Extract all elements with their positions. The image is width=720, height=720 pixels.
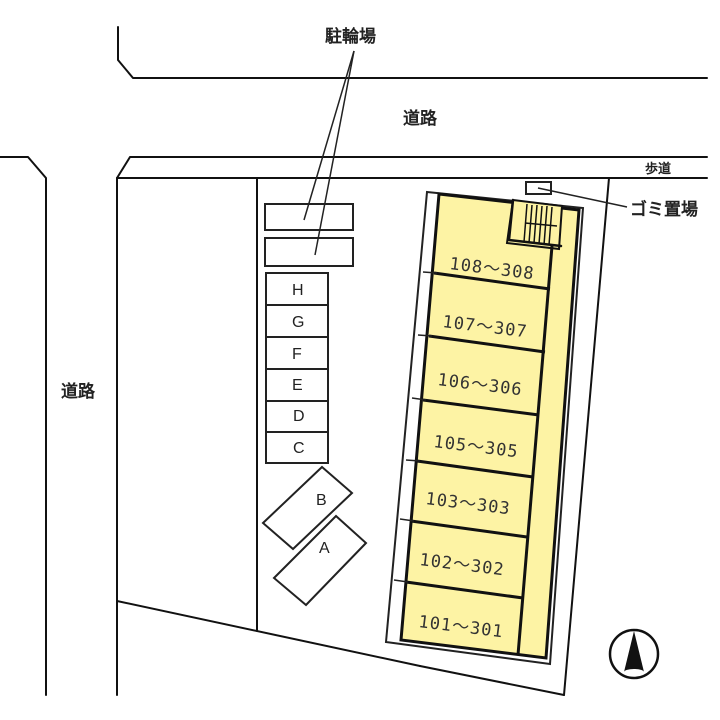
parking-slot-h [265, 272, 329, 306]
parking-slot-label-a: A [319, 540, 330, 557]
bicycle-parking-label: 駐輪場 [325, 26, 376, 47]
bicycle-leader-line-1 [303, 50, 355, 221]
lot-bottom-edge-right [419, 665, 565, 696]
parking-slot-label-g: G [292, 314, 304, 331]
parking-slot-d [265, 400, 329, 433]
corridor-wall [516, 245, 554, 656]
parking-slots-column: H G F E D C [265, 272, 329, 464]
road-left-outer-edge [0, 156, 47, 696]
road-top-label: 道路 [403, 108, 438, 129]
parking-slot-label-c: C [293, 440, 305, 457]
road-top-upper-edge [117, 26, 708, 79]
parking-slot-label-b: B [316, 492, 327, 509]
north-arrow-icon [608, 628, 660, 680]
road-top-lower-edge [116, 156, 708, 179]
parking-slot-a [272, 514, 368, 607]
parking-slot-label-h: H [292, 282, 304, 299]
parking-slot-c [265, 431, 329, 464]
road-left-label: 道路 [61, 381, 96, 402]
unit-dividers [393, 271, 551, 600]
garbage-leader-line [537, 187, 628, 208]
parking-slot-f [265, 336, 329, 370]
staircase-icon [523, 203, 558, 246]
parking-slot-label-e: E [292, 377, 303, 394]
bicycle-parking-rack-2 [264, 237, 354, 267]
garbage-area-label: ゴミ置場 [630, 199, 698, 220]
staircase-wall [507, 198, 563, 248]
lot-right-edge [563, 177, 610, 696]
lot-bottom-edge [116, 600, 421, 667]
sidewalk-label: 歩道 [645, 161, 671, 177]
parking-slot-b [261, 465, 354, 551]
bicycle-leader-line-2 [314, 50, 355, 256]
parking-slot-label-f: F [292, 346, 302, 363]
parking-slot-label-d: D [293, 408, 305, 425]
bicycle-parking-rack-1 [264, 203, 354, 231]
